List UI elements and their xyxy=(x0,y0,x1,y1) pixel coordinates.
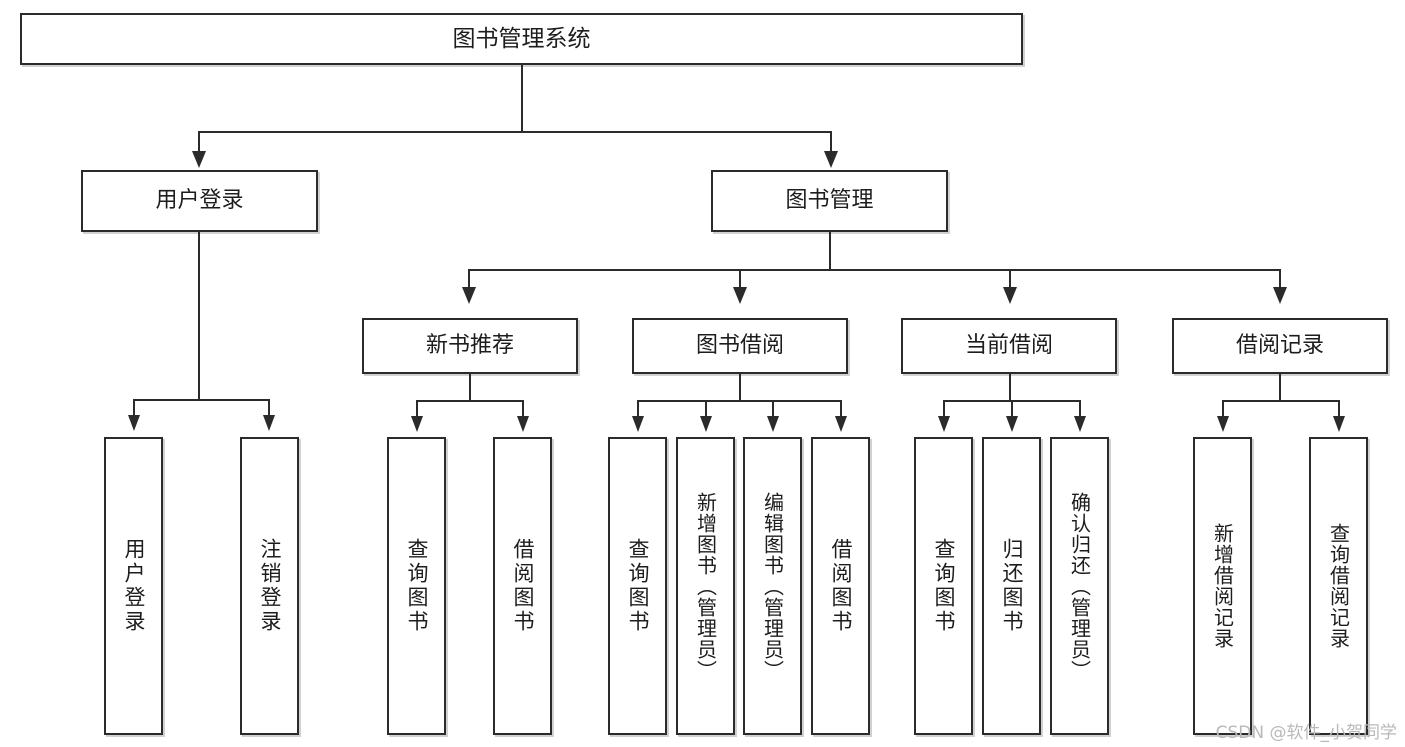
leaf-label: 新增借阅记录 xyxy=(1210,523,1235,649)
leaf-label: 查询图书 xyxy=(932,538,956,634)
node-label: 用户登录 xyxy=(155,188,244,214)
connector-user-login-stem xyxy=(198,232,200,400)
connector-cb-stub-1 xyxy=(943,400,945,418)
connector-book-borrow-bus xyxy=(637,400,842,402)
connector-new-book-stub-2 xyxy=(522,400,524,418)
node-current-borrow[interactable]: 当前借阅 xyxy=(901,318,1117,374)
leaf-user-login[interactable]: 用户登录 xyxy=(104,437,163,735)
connector-level3-stub-3 xyxy=(1009,269,1011,289)
connector-user-login-right-stub xyxy=(268,399,270,417)
connector-br-stub-1 xyxy=(1222,400,1224,418)
arrowhead-nb-leaf-1 xyxy=(411,416,423,432)
leaf-add-borrow-record[interactable]: 新增借阅记录 xyxy=(1193,437,1252,735)
watermark-text: CSDN @软件_小贺同学 xyxy=(1215,723,1397,743)
connector-br-stub-2 xyxy=(1338,400,1340,418)
leaf-label: 查询图书 xyxy=(405,538,429,634)
leaf-query-book-borrow[interactable]: 查询图书 xyxy=(608,437,667,735)
connector-bb-stub-4 xyxy=(840,400,842,418)
arrowhead-book-mgmt xyxy=(824,151,838,168)
leaf-label: 新增图书（管理员） xyxy=(693,491,718,681)
arrowhead-new-book-recommend xyxy=(462,287,476,304)
connector-new-book-bus xyxy=(416,400,524,402)
leaf-logout[interactable]: 注销登录 xyxy=(240,437,299,735)
arrowhead-leaf-user-login xyxy=(128,415,140,431)
connector-borrow-record-bus xyxy=(1222,400,1340,402)
node-book-borrow[interactable]: 图书借阅 xyxy=(632,318,848,374)
leaf-label: 确认归还（管理员） xyxy=(1067,491,1092,681)
arrowhead-borrow-record xyxy=(1273,287,1287,304)
arrowhead-bb-leaf-4 xyxy=(835,416,847,432)
node-label: 图书管理系统 xyxy=(452,25,591,52)
leaf-label: 查询图书 xyxy=(626,538,650,634)
leaf-borrow-book-recommend[interactable]: 借阅图书 xyxy=(493,437,552,735)
leaf-add-book-admin[interactable]: 新增图书（管理员） xyxy=(676,437,735,735)
node-root-system[interactable]: 图书管理系统 xyxy=(20,13,1023,65)
connector-root-bus xyxy=(198,131,832,133)
node-user-login[interactable]: 用户登录 xyxy=(81,170,318,232)
leaf-query-book-recommend[interactable]: 查询图书 xyxy=(387,437,446,735)
connector-level3-stub-1 xyxy=(468,269,470,289)
connector-new-book-stem xyxy=(469,374,471,401)
arrowhead-cb-leaf-1 xyxy=(938,416,950,432)
leaf-label: 归还图书 xyxy=(1000,538,1024,634)
connector-book-borrow-stem xyxy=(739,374,741,401)
leaf-label: 注销登录 xyxy=(258,538,282,634)
arrowhead-current-borrow xyxy=(1003,287,1017,304)
connector-root-to-book-mgmt xyxy=(830,131,832,153)
arrowhead-bb-leaf-3 xyxy=(767,416,779,432)
leaf-label: 用户登录 xyxy=(122,538,146,634)
arrowhead-leaf-logout xyxy=(263,415,275,431)
arrowhead-nb-leaf-2 xyxy=(517,416,529,432)
connector-bb-stub-1 xyxy=(637,400,639,418)
arrowhead-cb-leaf-2 xyxy=(1006,416,1018,432)
node-label: 图书借阅 xyxy=(695,333,784,359)
arrowhead-cb-leaf-3 xyxy=(1074,416,1086,432)
node-label: 图书管理 xyxy=(785,188,874,214)
connector-bb-stub-2 xyxy=(705,400,707,418)
leaf-edit-book-admin[interactable]: 编辑图书（管理员） xyxy=(743,437,802,735)
connector-new-book-stub-1 xyxy=(416,400,418,418)
connector-cb-stub-3 xyxy=(1079,400,1081,418)
connector-borrow-record-stem xyxy=(1279,374,1281,401)
arrowhead-bb-leaf-1 xyxy=(632,416,644,432)
arrowhead-bb-leaf-2 xyxy=(700,416,712,432)
connector-current-borrow-stem xyxy=(1009,374,1011,401)
node-book-management[interactable]: 图书管理 xyxy=(711,170,948,232)
node-label: 当前借阅 xyxy=(964,333,1053,359)
arrowhead-user-login xyxy=(192,151,206,168)
arrowhead-br-leaf-1 xyxy=(1217,416,1229,432)
connector-user-login-bus xyxy=(133,399,270,401)
connector-root-stem xyxy=(521,65,523,132)
leaf-borrow-book[interactable]: 借阅图书 xyxy=(811,437,870,735)
leaf-label: 查询借阅记录 xyxy=(1326,523,1351,649)
node-borrow-record[interactable]: 借阅记录 xyxy=(1172,318,1388,374)
connector-bb-stub-3 xyxy=(772,400,774,418)
leaf-label: 借阅图书 xyxy=(511,538,535,634)
connector-level3-stub-4 xyxy=(1279,269,1281,289)
leaf-confirm-return-admin[interactable]: 确认归还（管理员） xyxy=(1050,437,1109,735)
arrowhead-br-leaf-2 xyxy=(1333,416,1345,432)
leaf-label: 借阅图书 xyxy=(829,538,853,634)
node-label: 新书推荐 xyxy=(425,333,514,359)
connector-level3-bus xyxy=(468,269,1281,271)
connector-user-login-left-stub xyxy=(133,399,135,417)
leaf-query-book-current[interactable]: 查询图书 xyxy=(914,437,973,735)
node-label: 借阅记录 xyxy=(1235,333,1324,359)
leaf-return-book[interactable]: 归还图书 xyxy=(982,437,1041,735)
arrowhead-book-borrow xyxy=(733,287,747,304)
leaf-query-borrow-record[interactable]: 查询借阅记录 xyxy=(1309,437,1368,735)
node-new-book-recommend[interactable]: 新书推荐 xyxy=(362,318,578,374)
connector-root-to-user-login xyxy=(198,131,200,153)
connector-book-mgmt-stem xyxy=(829,232,831,270)
leaf-label: 编辑图书（管理员） xyxy=(760,491,785,681)
connector-level3-stub-2 xyxy=(739,269,741,289)
connector-cb-stub-2 xyxy=(1011,400,1013,418)
